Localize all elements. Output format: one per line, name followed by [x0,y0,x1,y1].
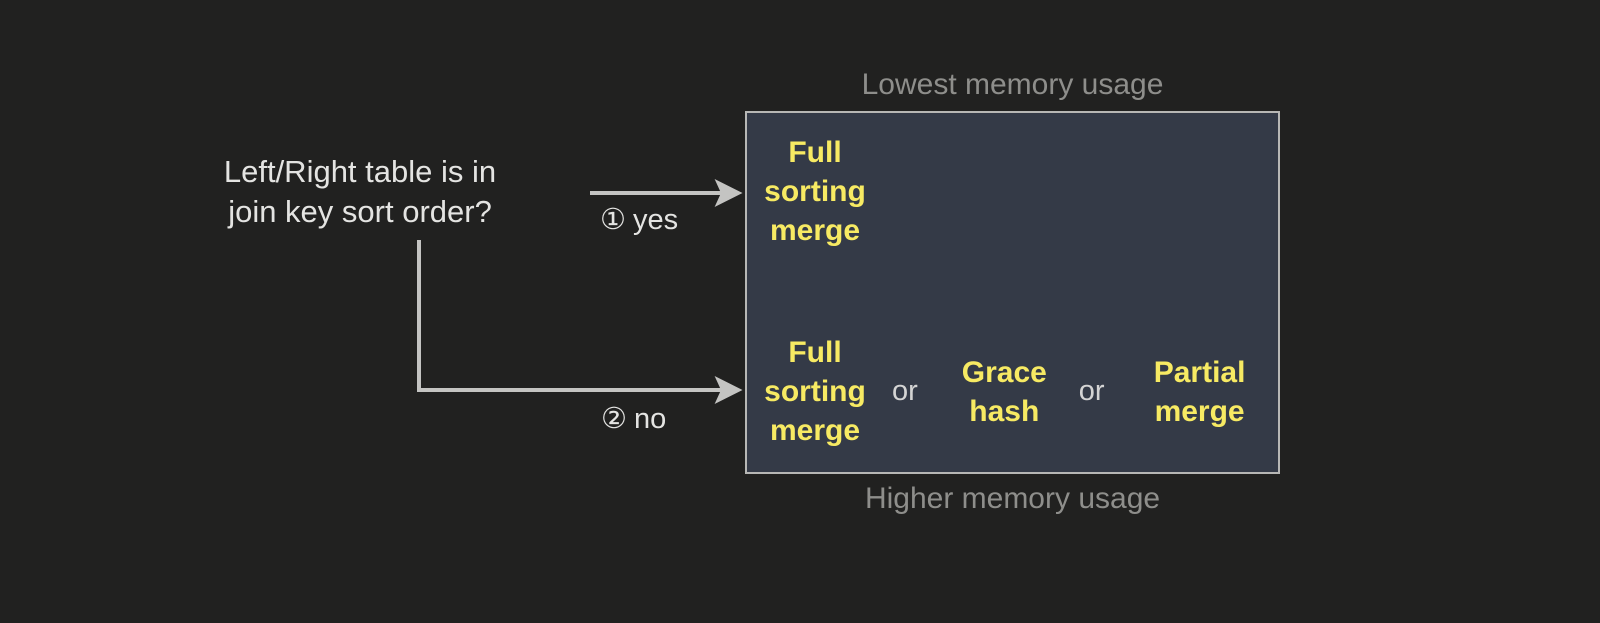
branch-marker-2: ② [601,403,627,435]
outcome-row-no: Full sorting merge or Grace hash or Part… [747,333,1278,472]
caption-higher-memory: Higher memory usage [864,482,1161,515]
decision-question: Left/Right table is in join key sort ord… [223,154,497,229]
option-separator-or-1: or [892,375,918,407]
outcome-row-yes: Full sorting merge [747,113,1278,250]
branch-text-no: no [634,403,667,435]
option-separator-or-2: or [1078,375,1105,407]
caption-lowest-memory: Lowest memory usage [861,68,1164,101]
option-full-sorting-merge: Full sorting merge [764,336,866,447]
option-grace-hash: Grace hash [961,355,1047,428]
option-full-sorting-merge-top: Full sorting merge [764,136,866,247]
outcomes-panel: Full sorting merge Full sorting merge or… [745,111,1280,474]
branch-marker-1: ① [600,204,626,236]
arrow-no [417,240,743,404]
option-partial-merge: Partial merge [1153,355,1246,428]
branch-text-yes: yes [633,204,679,236]
